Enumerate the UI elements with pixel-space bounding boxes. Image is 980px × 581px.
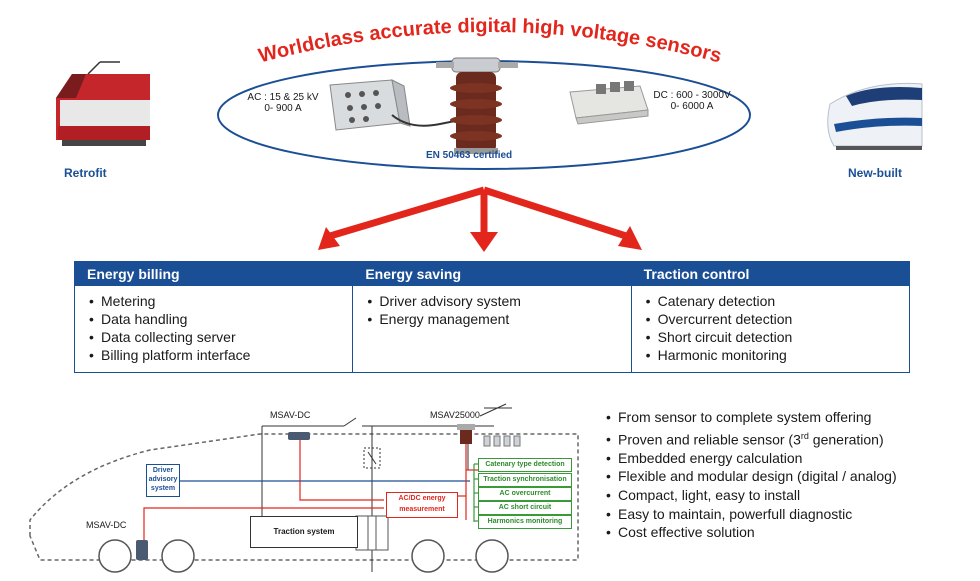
driver-advisory-text: advisory [148,476,178,483]
feature-item: Compact, light, easy to install [606,486,897,505]
ac-spec: AC : 15 & 25 kV 0- 900 A [242,92,324,114]
msav-dc-bottom-sensor-icon [136,540,148,560]
insulator-sensor-icon [436,57,518,154]
locomotive-icon [56,61,150,146]
msav25000-sensor-icon [457,424,475,444]
dc-spec: DC : 600 - 3000V 0- 6000 A [644,90,740,112]
filter-coils-icon [483,435,521,447]
feature-item: Cost effective solution [606,523,897,542]
feature-item: Easy to maintain, powerfull diagnostic [606,505,897,524]
function-box: AC short circuit [478,501,572,515]
column-title: Energy billing [75,262,353,286]
applications-table: Energy billing Metering Data handling Da… [74,261,910,373]
energy-measurement-box: AC/DC energy measurement [386,492,458,518]
dc-sensor-icon [569,81,649,125]
feature-text: Proven and reliable sensor (3 [618,431,801,448]
function-box: AC overcurrent [478,487,572,501]
list-item: Data handling [89,310,352,328]
msav-dc-bottom-label: MSAV-DC [86,520,127,530]
column-traction-control: Traction control Catenary detection Over… [631,262,909,372]
dc-spec-current: 0- 6000 A [670,101,714,112]
new-built-label: New-built [848,166,902,180]
feature-item: From sensor to complete system offering [606,408,897,427]
measurement-wires [143,438,480,548]
transformer-icon [355,515,389,551]
list-item: Driver advisory system [367,292,630,310]
column-title: Energy saving [353,262,631,286]
feature-item: Embedded energy calculation [606,449,897,468]
list-item: Short circuit detection [646,328,909,346]
msav25000-label: MSAV25000 [430,410,480,420]
switch-icon [363,447,381,469]
driver-advisory-text: Driver [152,467,174,474]
msav-dc-top-label: MSAV-DC [270,410,311,420]
column-title: Traction control [631,262,909,286]
train-outline [29,433,579,561]
ac-spec-voltage: AC : 15 & 25 kV [247,92,319,103]
sensor-box-icon [329,79,411,131]
list-item: Billing platform interface [89,346,352,364]
traction-system-box: Traction system [250,516,358,548]
list-item: Catenary detection [646,292,909,310]
list-item: Harmonic monitoring [646,346,909,364]
feature-superscript: rd [800,430,809,441]
energy-measurement-text: AC/DC energy [398,495,446,502]
list-item: Metering [89,292,352,310]
feature-item: Proven and reliable sensor (3rd generati… [606,427,897,449]
retrofit-label: Retrofit [64,166,107,180]
arrows [318,186,642,252]
list-item: Data collecting server [89,328,352,346]
feature-text: generation) [808,431,884,448]
function-box: Traction synchronisation [478,473,572,487]
list-item: Energy management [367,310,630,328]
function-box: Harmonics monitoring [478,515,572,529]
certification-label: EN 50463 certified [426,150,513,161]
driver-advisory-box: Driver advisory system [146,464,180,497]
function-box: Catenary type detection [478,458,572,472]
msav-dc-top-sensor-icon [288,432,310,440]
dc-spec-voltage: DC : 600 - 3000V [653,90,731,101]
column-energy-billing: Energy billing Metering Data handling Da… [75,262,354,372]
function-bracket [473,463,478,522]
column-energy-saving: Energy saving Driver advisory system Ene… [353,262,632,372]
driver-advisory-text: system [150,485,176,492]
wheels [98,539,509,573]
ac-spec-current: 0- 900 A [264,103,302,114]
feature-item: Flexible and modular design (digital / a… [606,467,897,486]
high-speed-train-icon [827,82,923,150]
energy-measurement-text: measurement [399,506,445,513]
list-item: Overcurrent detection [646,310,909,328]
feature-list: From sensor to complete system offering … [606,408,897,542]
